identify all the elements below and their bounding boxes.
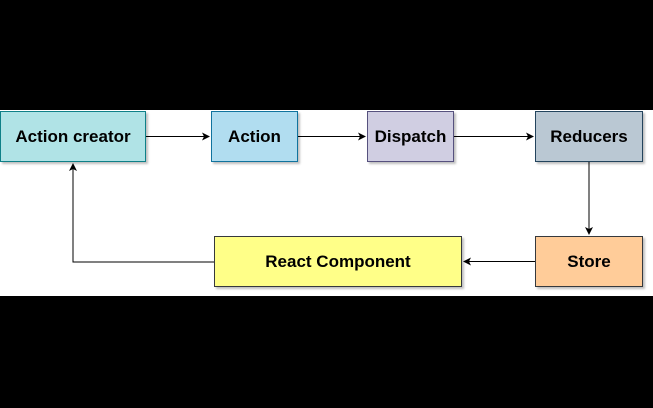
node-store: Store (535, 236, 643, 287)
node-dispatch: Dispatch (367, 111, 454, 162)
node-react-component: React Component (214, 236, 462, 287)
node-action: Action (211, 111, 298, 162)
node-store-label: Store (567, 251, 611, 271)
node-action-creator-label: Action creator (15, 126, 131, 146)
node-action-creator: Action creator (0, 111, 146, 162)
node-action-label: Action (228, 126, 281, 146)
node-dispatch-label: Dispatch (374, 126, 447, 146)
node-reducers-label: Reducers (550, 126, 628, 146)
edge-react-component-to-action-creator (69, 163, 214, 263)
node-react-component-label: React Component (265, 251, 411, 271)
node-reducers: Reducers (535, 111, 643, 162)
